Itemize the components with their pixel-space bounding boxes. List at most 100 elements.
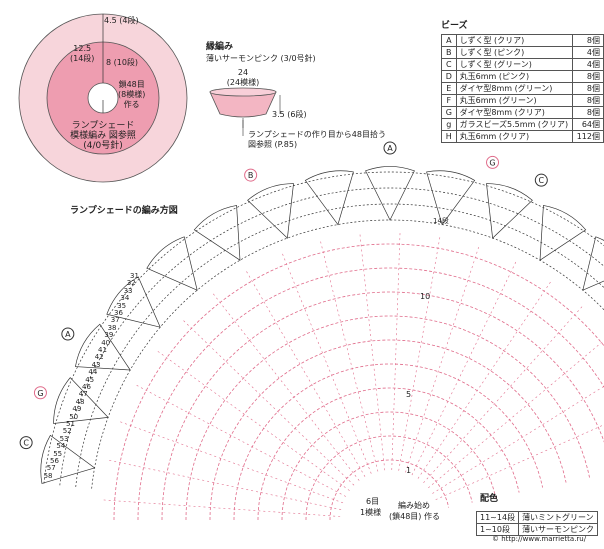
- pink-radial-chain: [319, 238, 379, 472]
- pink-radial-chain: [211, 291, 360, 481]
- pink-row-arc: [137, 267, 604, 521]
- left-row-number: 46: [82, 383, 91, 391]
- color-row: 1~10段薄いサーモンピンク: [475, 523, 599, 536]
- left-row-number: 54: [56, 442, 66, 451]
- bead-name: 丸玉6mm (グリーン): [455, 94, 573, 107]
- row-14-label: 14段: [433, 217, 449, 225]
- bead-name: ダイヤ型8mm (クリア): [455, 106, 573, 119]
- bead-code: E: [441, 82, 457, 95]
- bead-qty: 8個: [571, 70, 604, 83]
- bead-marker-A: [383, 141, 397, 155]
- bead-code: F: [441, 94, 457, 107]
- pink-radial-chain: [359, 231, 386, 471]
- ring-caption-2: 模様編み 図参照: [70, 131, 136, 141]
- color-row: 11~14段薄いミントグリーン: [475, 511, 599, 524]
- left-row-number: 53: [59, 434, 69, 443]
- left-row-number: 38: [107, 323, 117, 332]
- bead-marker-A: [61, 327, 75, 341]
- scallop-fan: [247, 183, 294, 239]
- scallop-fan: [304, 170, 354, 226]
- left-row-number: 52: [62, 427, 72, 436]
- pink-row-arc: [209, 339, 567, 521]
- row-10-label: 10: [420, 292, 431, 301]
- left-row-number: 56: [50, 457, 59, 465]
- green-row-arc: [75, 203, 604, 488]
- pink-row-arc: [281, 411, 497, 521]
- bead-marker-C: [19, 436, 33, 450]
- left-row-number: 51: [66, 420, 75, 428]
- color-rows: 1~10段: [475, 523, 520, 536]
- ring-inner-label: 8 (10段): [106, 58, 139, 67]
- bowl-shape: [209, 91, 277, 118]
- pink-row-arc: [233, 363, 543, 521]
- ring-outer-label: 4.5 (4段): [104, 16, 139, 25]
- left-row-number: 32: [126, 279, 136, 288]
- pink-radial-chain: [398, 234, 441, 471]
- chart-title: ランプシェードの編み方図: [70, 206, 178, 216]
- bead-qty: 8個: [571, 106, 604, 119]
- pink-radial-chain: [432, 385, 604, 494]
- left-row-number: 33: [123, 286, 133, 295]
- bead-marker-G: [486, 155, 500, 169]
- bead-marker-C: [534, 173, 548, 187]
- bead-marker-G: [33, 386, 47, 400]
- left-row-number: 43: [91, 360, 101, 369]
- pink-radial-chain: [281, 251, 372, 474]
- scallop-fan: [539, 205, 587, 261]
- pink-radial-chain: [411, 259, 518, 476]
- scallop-fan: [106, 276, 161, 328]
- bead-qty: 112個: [571, 130, 604, 143]
- bead-code: A: [441, 34, 457, 47]
- pink-row-arc: [161, 291, 604, 521]
- pink-radial-chain: [391, 230, 401, 471]
- left-row-number: 40: [101, 338, 111, 347]
- ring-caption-3: (4/0号針): [83, 141, 123, 151]
- left-row-number: 44: [88, 368, 98, 377]
- left-row-number: 45: [85, 375, 95, 384]
- bead-name: 丸玉6mm (クリア): [455, 130, 573, 143]
- scallop-fan: [582, 236, 604, 291]
- scallop-fan: [146, 236, 198, 291]
- ring-center-label: 鎖48目 (8模様) 作る: [118, 80, 146, 109]
- bead-marker-label: A: [387, 144, 393, 153]
- green-row-arc: [43, 171, 604, 484]
- scallop-fan: [75, 323, 131, 371]
- bead-code: g: [441, 118, 457, 131]
- ring-caption-1: ランプシェード: [71, 121, 135, 131]
- start-label-2: 1模様: [360, 508, 382, 517]
- bead-marker-label: G: [37, 389, 43, 398]
- pink-radial-chain: [155, 349, 350, 491]
- pink-radial-chain: [244, 268, 366, 477]
- pink-radial-chain: [423, 304, 585, 484]
- bead-marker-label: C: [539, 176, 545, 185]
- row-5-label: 5: [406, 390, 412, 399]
- left-row-number: 47: [78, 390, 88, 399]
- bead-code: D: [441, 70, 457, 83]
- left-row-number: 37: [110, 316, 120, 325]
- bowl-top-label: 24 (24模様): [226, 68, 260, 87]
- pink-radial-chain: [435, 424, 604, 500]
- bead-name: しずく型 (クリア): [455, 34, 573, 47]
- scallop-fan: [486, 183, 533, 239]
- pink-radial-chain: [100, 499, 341, 517]
- bead-name: しずく型 (ピンク): [455, 46, 573, 59]
- bead-code: H: [441, 130, 457, 143]
- bead-marker-B: [244, 168, 258, 182]
- bead-name: しずく型 (グリーン): [455, 58, 573, 71]
- start-label-4: (鎖48目) 作る: [389, 512, 440, 521]
- left-row-number: 34: [120, 294, 130, 303]
- bead-marker-label: B: [248, 171, 254, 180]
- pink-radial-chain: [428, 340, 604, 489]
- bead-qty: 8個: [571, 34, 604, 47]
- bead-qty: 8個: [571, 94, 604, 107]
